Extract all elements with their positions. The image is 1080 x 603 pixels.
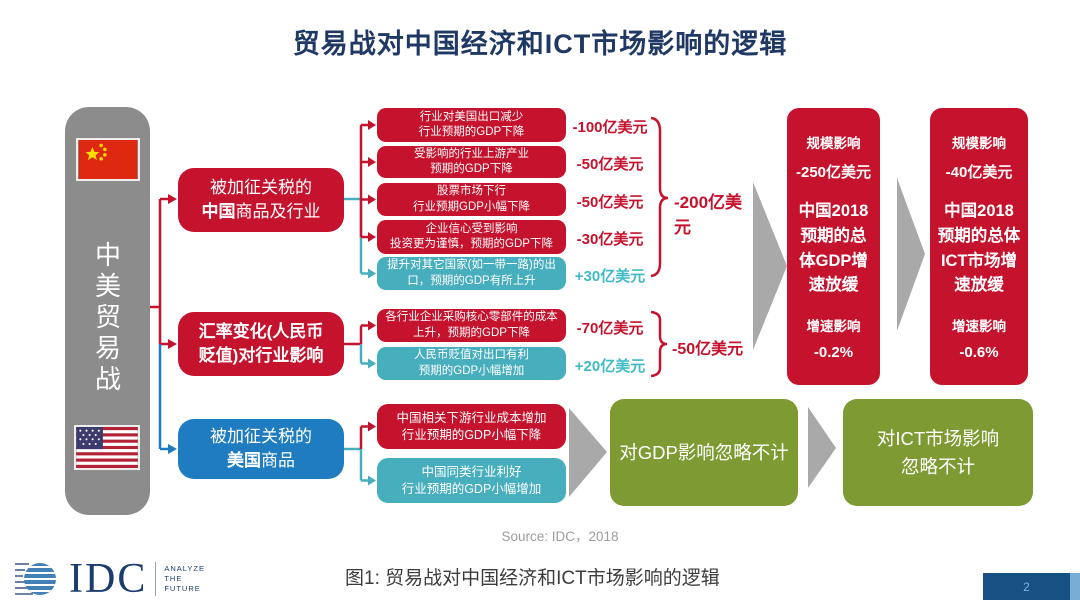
arrow-icon [168,444,177,454]
arrow-icon [368,475,376,486]
impact-box: 人民币贬值对出口有利 预期的GDP小幅增加 [377,347,566,380]
cat1-red-trunk [359,123,368,239]
brace-icon [650,116,669,278]
cat1-teal-lines [344,197,368,275]
impact-box: 企业信心受到影响 投资更为谨慎，预期的GDP下降 [377,220,566,254]
impact-box: 中国相关下游行业成本增加 行业预期的GDP小幅下降 [377,404,566,449]
arrow-icon [368,421,376,432]
cat2-red-lines [344,324,368,346]
page-title: 贸易战对中国经济和ICT市场影响的逻辑 [292,29,788,59]
logo-divider [155,562,157,596]
value-label: -70亿美元 [576,320,644,337]
value-label: -50亿美元 [576,156,644,173]
gray-arrow-right-icon [897,178,925,331]
category-china-goods: 被加征关税的 中国商品及行业 [178,168,344,232]
arrow-icon [368,320,376,331]
arrow-icon [368,120,376,130]
arrow-icon [368,358,376,369]
impact-box: 提升对其它国家(如一带一路)的出 口，预期的GDP有所上升 [377,257,566,290]
figure-caption: 图1: 贸易战对中国经济和ICT市场影响的逻辑 [345,568,720,589]
value-label: -50亿美元 [576,194,644,211]
pillar-branch-lines [150,197,168,346]
idc-wordmark: IDC [69,556,148,602]
negligible-gdp: 对GDP影响忽略不计 [610,399,798,506]
category-exchange-rate: 汇率变化(人民币 贬值)对行业影响 [178,312,344,376]
impact-box: 受影响的行业上游产业 预期的GDP下降 [377,146,566,178]
outcome-gdp: 规模影响 -250亿美元 中国2018预期的总体GDP增速放缓 增速影响 -0.… [787,108,880,385]
value-label: -100亿美元 [572,119,648,136]
gray-arrow-right-icon [753,182,787,350]
arrow-icon [368,232,376,242]
gray-arrow-right-icon [569,408,607,497]
brace-icon [650,310,668,378]
gray-arrow-right-icon [808,407,836,488]
negligible-ict: 对ICT市场影响 忽略不计 [843,399,1033,506]
impact-box: 中国同类行业利好 行业预期的GDP小幅增加 [377,458,566,503]
outcome-ict: 规模影响 -40亿美元 中国2018预期的总体ICT市场增速放缓 增速影响 -0… [930,108,1028,385]
subtotal-label: -200亿美元 [674,193,743,237]
source-note: Source: IDC，2018 [501,529,619,544]
arrow-icon [368,194,376,205]
idc-globe-icon [15,563,56,595]
arrow-icon [168,194,177,204]
category-us-goods: 被加征关税的 美国商品 [178,419,344,479]
pillar-branch-blue [158,344,168,451]
value-label: +20亿美元 [574,358,646,375]
arrow-icon [368,157,376,167]
impact-box: 行业对美国出口减少 行业预期的GDP下降 [377,108,566,142]
page-number-bar: 2 [983,573,1070,600]
usa-flag-icon [76,427,138,468]
trade-war-pillar: 中美贸易战 [65,107,150,515]
arrow-icon [368,268,376,279]
impact-box: 各行业企业采购核心零部件的成本 上升，预期的GDP下降 [377,309,566,342]
cat3-teal-lines [344,447,368,482]
pillar-label: 中美贸易战 [94,240,121,394]
idc-logo: IDC ANALYZE THE FUTURE [15,556,205,602]
impact-box: 股票市场下行 行业预期GDP小幅下降 [377,183,566,216]
value-label: +30亿美元 [574,268,646,285]
page-bar-accent [1070,573,1080,600]
subtotal-label: -50亿美元 [672,341,744,358]
logo-tagline: ANALYZE THE FUTURE [164,563,205,594]
china-flag-icon [78,140,138,179]
page-number: 2 [1023,579,1030,594]
cat2-teal-lines [359,344,368,365]
arrow-icon [168,339,177,349]
cat3-red-lines [359,425,368,449]
value-label: -30亿美元 [576,231,644,248]
